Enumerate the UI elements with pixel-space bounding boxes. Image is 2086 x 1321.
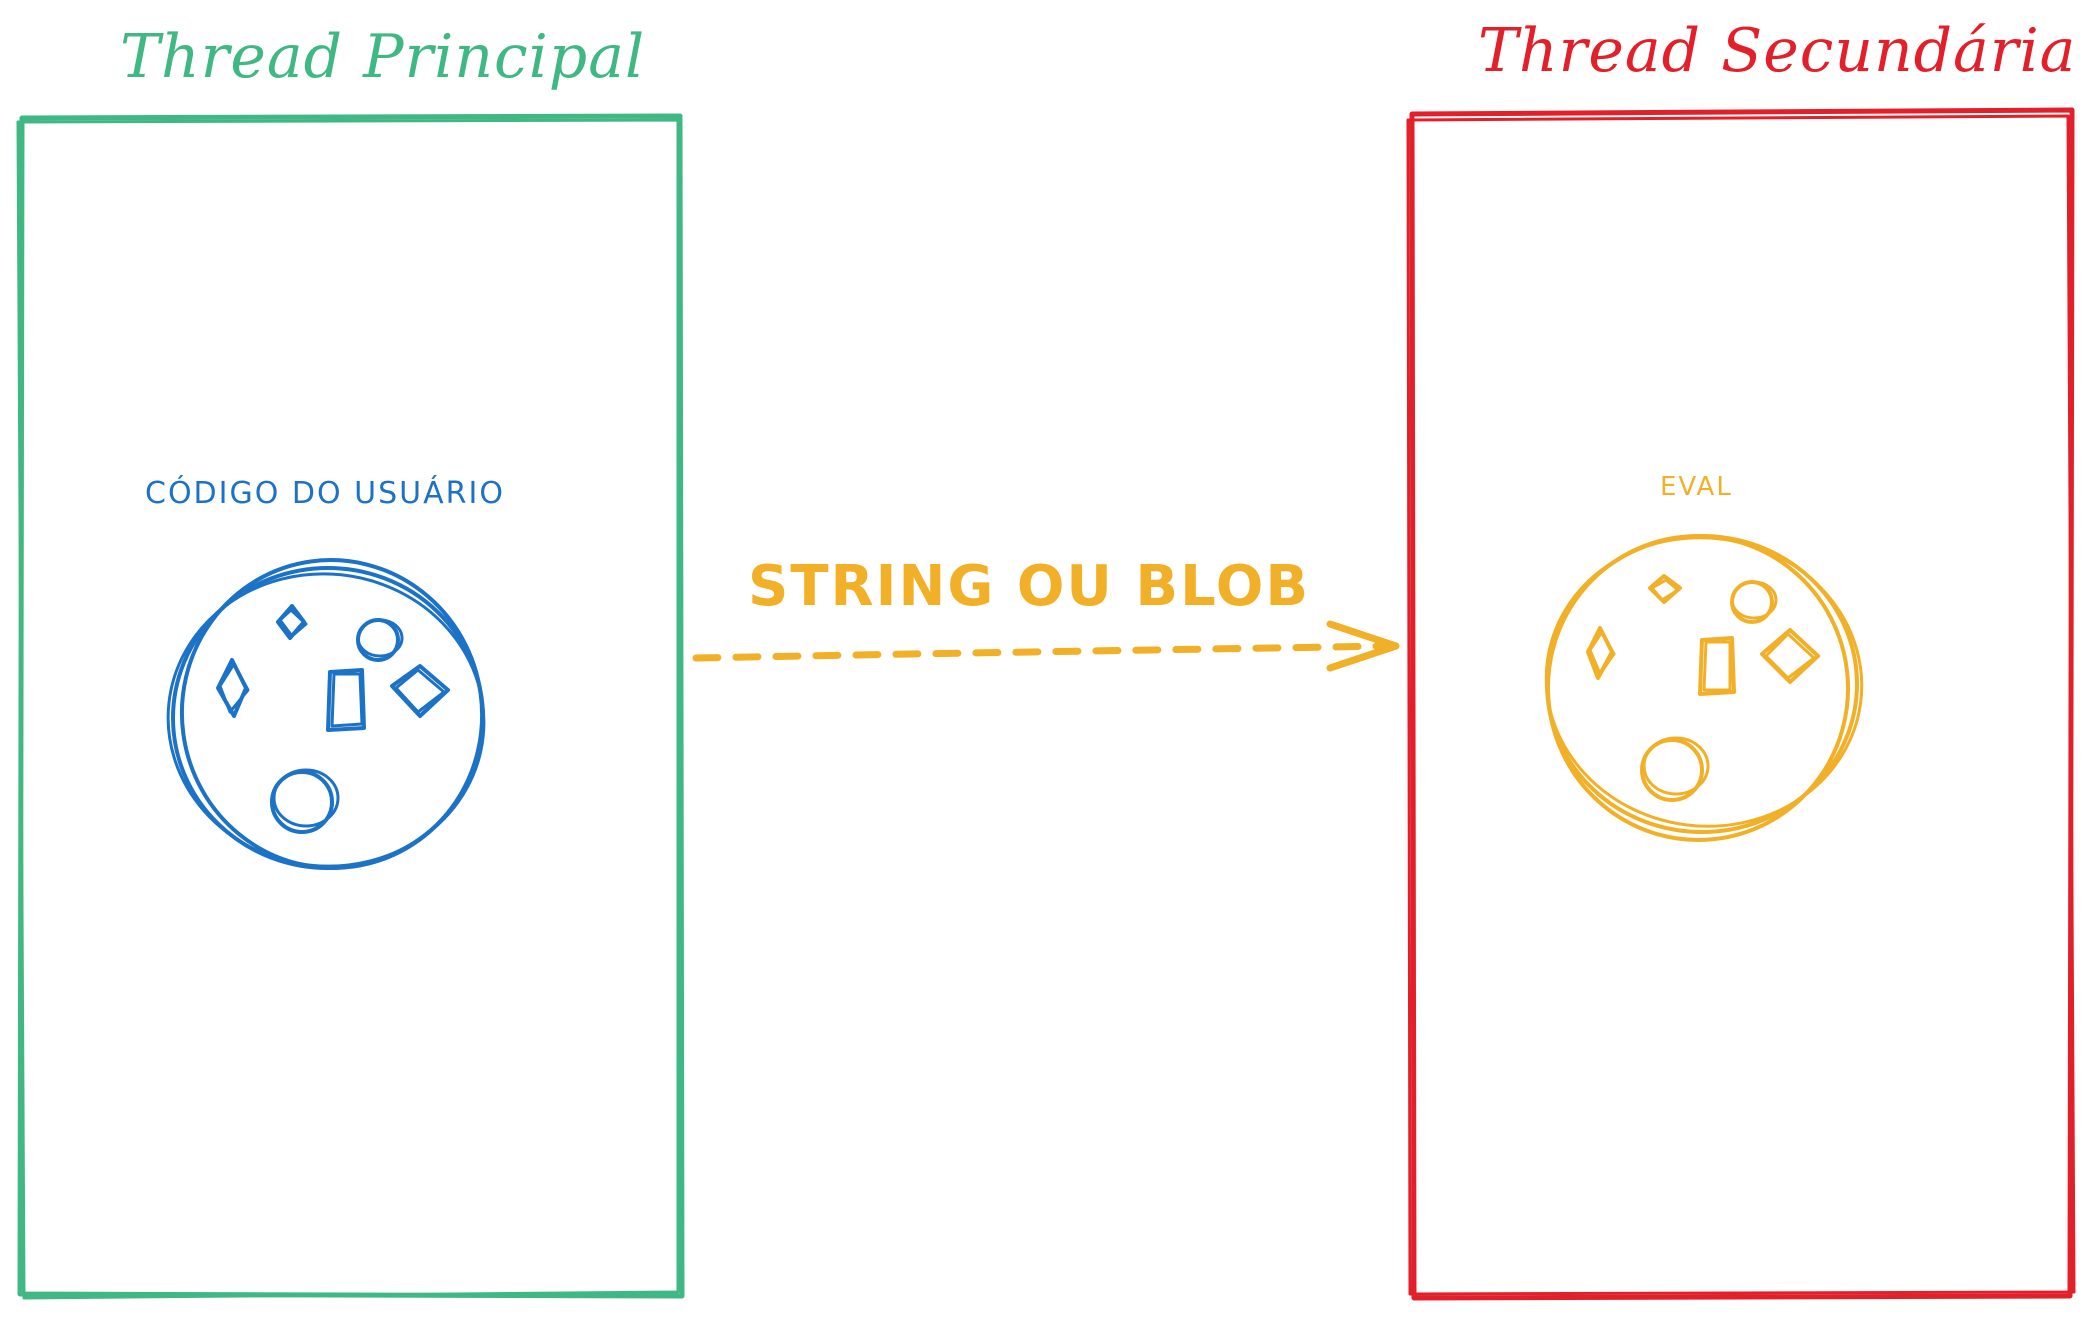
user-code-shape-rectangle [326, 668, 366, 732]
user-code-shape-diamond-tall [216, 658, 250, 718]
eval-shape-rectangle [1698, 636, 1736, 696]
transfer-arrow-shaft [692, 642, 1396, 662]
eval-label: EVAL [1660, 472, 1733, 502]
user-code-blob [166, 558, 486, 870]
eval-shape-diamond-small [1648, 574, 1682, 604]
user-code-shape-circle-top [356, 618, 404, 662]
eval-shape-diamond-right [1760, 628, 1820, 684]
user-code-label: CÓDIGO DO USUÁRIO [145, 476, 505, 511]
user-code-shape-circle-bottom [270, 768, 340, 834]
user-code-shape-diamond-small [276, 604, 308, 640]
transfer-arrow [692, 620, 1400, 672]
transfer-arrow-head [1326, 620, 1400, 672]
eval-shape-diamond-tall [1586, 626, 1616, 680]
secondary-thread-title: Thread Secundária [1478, 16, 2077, 86]
transfer-arrow-label: STRING OU BLOB [748, 554, 1311, 619]
eval-shape-circle-bottom [1640, 736, 1710, 802]
eval-shape-circle-top [1730, 580, 1778, 624]
main-thread-title: Thread Principal [120, 22, 646, 92]
eval-blob [1544, 534, 1864, 842]
user-code-shape-diamond-right [390, 664, 450, 718]
main-thread-box [16, 113, 685, 1300]
secondary-thread-box [1406, 107, 2076, 1301]
